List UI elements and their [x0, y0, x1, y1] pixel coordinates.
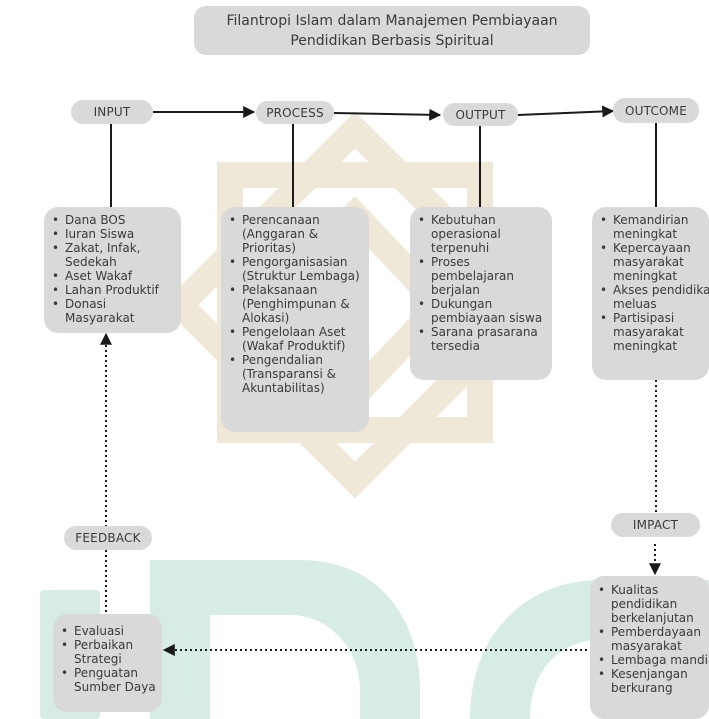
stage-feedback: FEEDBACK	[64, 526, 152, 550]
input-item: Dana BOS	[52, 213, 177, 227]
feedback-item: Evaluasi	[61, 624, 158, 638]
stage-process: PROCESS	[256, 101, 334, 124]
output-box: Kebutuhan operasional terpenuhi Proses p…	[410, 207, 552, 380]
feedback-item: Perbaikan Strategi	[61, 638, 158, 666]
process-item: Perencanaan (Anggaran & Prioritas)	[229, 213, 365, 255]
process-item: Pengendalian (Transparansi & Akuntabilit…	[229, 353, 365, 395]
process-box: Perencanaan (Anggaran & Prioritas) Pengo…	[221, 207, 369, 432]
stage-outcome: OUTCOME	[613, 98, 699, 123]
process-item: Pengelolaan Aset (Wakaf Produktif)	[229, 325, 365, 353]
stage-impact: IMPACT	[611, 513, 700, 537]
output-item: Proses pembelajaran berjalan	[418, 255, 548, 297]
input-item: Zakat, Infak, Sedekah	[52, 241, 177, 269]
arrow-process-to-output	[333, 108, 442, 121]
input-item: Iuran Siswa	[52, 227, 177, 241]
arrow-output-to-outcome	[517, 105, 615, 118]
input-box: Dana BOS Iuran Siswa Zakat, Infak, Sedek…	[44, 207, 181, 333]
output-item: Kebutuhan operasional terpenuhi	[418, 213, 548, 255]
stage-input: INPUT	[71, 100, 153, 124]
title-box: Filantropi Islam dalam Manajemen Pembiay…	[194, 6, 590, 55]
feedback-item: Penguatan Sumber Daya	[61, 666, 158, 694]
output-item: Dukungan pembiayaan siswa	[418, 297, 548, 325]
impact-item: Lembaga mandiri	[598, 653, 709, 667]
input-item: Aset Wakaf	[52, 269, 177, 283]
process-item: Pengorganisasian (Struktur Lembaga)	[229, 255, 365, 283]
input-item: Lahan Produktif	[52, 283, 177, 297]
process-item: Pelaksanaan (Penghimpunan & Alokasi)	[229, 283, 365, 325]
diagram-title: Filantropi Islam dalam Manajemen Pembiay…	[226, 12, 558, 49]
input-item: Donasi Masyarakat	[52, 297, 177, 325]
stage-output: OUTPUT	[443, 103, 518, 126]
output-item: Sarana prasarana tersedia	[418, 325, 548, 353]
feedback-box: Evaluasi Perbaikan Strategi Penguatan Su…	[53, 614, 162, 712]
